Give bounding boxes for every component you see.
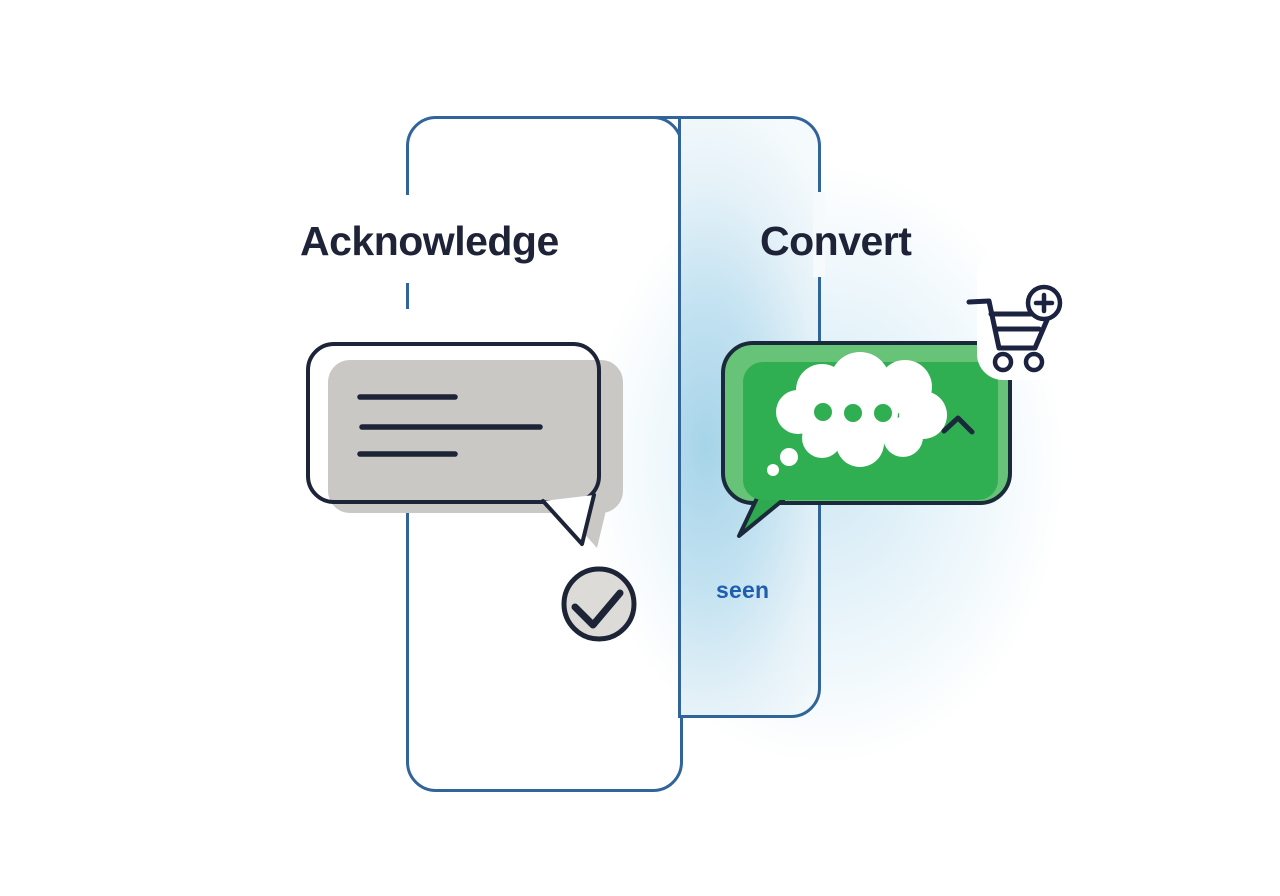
chevron-up-icon bbox=[941, 415, 975, 435]
check-circle-ring bbox=[561, 566, 637, 642]
text-lines-icon bbox=[357, 394, 543, 457]
cart-body bbox=[966, 298, 1050, 351]
seen-status-label: seen bbox=[716, 577, 770, 603]
add-to-cart-icon bbox=[966, 284, 1063, 373]
border-gap-right-title bbox=[813, 192, 825, 277]
convert-title: Convert bbox=[760, 218, 912, 264]
cart-wheel-left bbox=[992, 351, 1014, 373]
check-circle-icon bbox=[561, 566, 637, 642]
check-mark bbox=[571, 589, 624, 629]
speech-bubble-outline bbox=[306, 342, 601, 504]
cart-wheel-right bbox=[1023, 351, 1045, 373]
speech-bubble-fill bbox=[328, 360, 623, 513]
chat-bubble-icon bbox=[721, 250, 1097, 538]
frame-top-join-line bbox=[650, 116, 684, 119]
acknowledge-title: Acknowledge bbox=[300, 218, 559, 264]
speech-bubble-icon bbox=[306, 342, 623, 548]
typing-dots-icon bbox=[814, 403, 892, 422]
chat-bubble-tail bbox=[737, 496, 785, 538]
speech-bubble-tail bbox=[541, 493, 596, 546]
border-gap-left-title bbox=[401, 195, 413, 283]
